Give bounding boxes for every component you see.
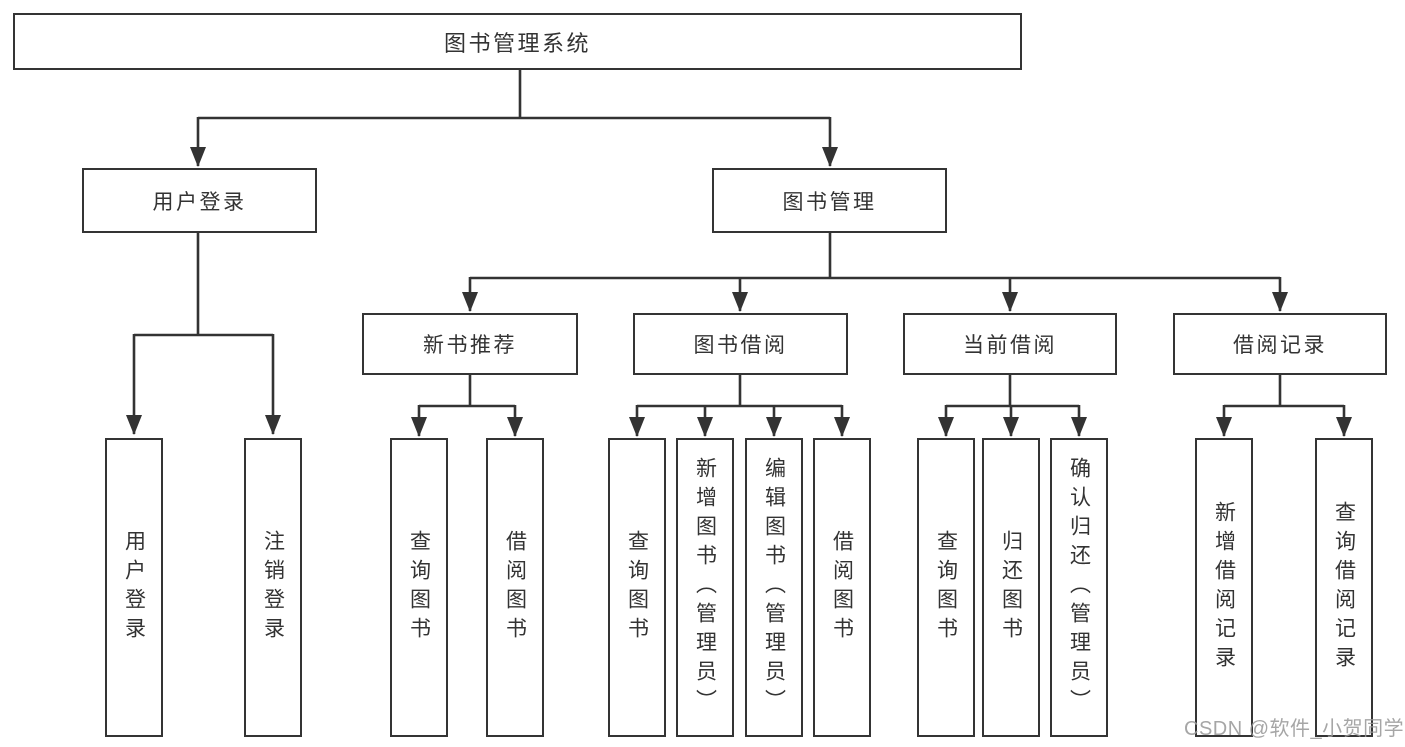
watermark-text: CSDN @软件_小贺同学 bbox=[1184, 718, 1405, 740]
leaf-query-borrow-record: 查询借阅记录 bbox=[1315, 438, 1373, 737]
node-borrow-records-label: 借阅记录 bbox=[1233, 334, 1327, 357]
leaf-return-books-label: 归还图书 bbox=[999, 529, 1023, 646]
leaf-user-login: 用户登录 bbox=[105, 438, 163, 737]
wire-book-management-trunk bbox=[470, 233, 1280, 280]
leaf-query-books-borrow: 查询图书 bbox=[608, 438, 666, 737]
node-current-borrow: 当前借阅 bbox=[903, 313, 1117, 375]
leaf-return-books: 归还图书 bbox=[982, 438, 1040, 737]
leaf-query-books-current-label: 查询图书 bbox=[934, 529, 958, 646]
node-root-label: 图书管理系统 bbox=[443, 30, 591, 56]
node-book-borrow: 图书借阅 bbox=[633, 313, 848, 375]
leaf-add-books-admin: 新增图书（管理员） bbox=[676, 438, 734, 737]
leaf-logout: 注销登录 bbox=[244, 438, 302, 737]
leaf-logout-label: 注销登录 bbox=[261, 529, 285, 646]
leaf-add-borrow-record-label: 新增借阅记录 bbox=[1212, 500, 1236, 675]
leaf-add-books-admin-label: 新增图书（管理员） bbox=[693, 457, 717, 718]
node-book-management-label: 图书管理 bbox=[782, 190, 877, 214]
leaf-edit-books-admin: 编辑图书（管理员） bbox=[745, 438, 803, 737]
node-user-login: 用户登录 bbox=[82, 168, 317, 233]
leaf-confirm-return-admin: 确认归还（管理员） bbox=[1050, 438, 1108, 737]
leaf-confirm-return-admin-label: 确认归还（管理员） bbox=[1067, 457, 1091, 718]
node-new-book-recommend: 新书推荐 bbox=[362, 313, 578, 375]
leaf-borrow-books-recommend: 借阅图书 bbox=[486, 438, 544, 737]
wire-user-login-trunk bbox=[134, 233, 273, 337]
leaf-query-books-recommend-label: 查询图书 bbox=[407, 529, 431, 646]
leaf-query-books-borrow-label: 查询图书 bbox=[625, 529, 649, 646]
leaf-edit-books-admin-label: 编辑图书（管理员） bbox=[762, 457, 786, 718]
leaf-borrow-books-recommend-label: 借阅图书 bbox=[503, 529, 527, 646]
leaf-add-borrow-record: 新增借阅记录 bbox=[1195, 438, 1253, 737]
leaf-query-books-current: 查询图书 bbox=[917, 438, 975, 737]
wire-new-book-recommend-trunk bbox=[419, 375, 515, 408]
node-new-book-recommend-label: 新书推荐 bbox=[423, 334, 517, 357]
leaf-user-login-label: 用户登录 bbox=[122, 529, 146, 646]
node-user-login-label: 用户登录 bbox=[152, 190, 247, 214]
wire-book-borrow-trunk bbox=[637, 375, 842, 408]
node-book-borrow-label: 图书借阅 bbox=[693, 334, 788, 357]
leaf-query-books-recommend: 查询图书 bbox=[390, 438, 448, 737]
node-root: 图书管理系统 bbox=[13, 13, 1022, 70]
wire-current-borrow-trunk bbox=[946, 375, 1079, 408]
node-current-borrow-label: 当前借阅 bbox=[963, 334, 1057, 357]
node-borrow-records: 借阅记录 bbox=[1173, 313, 1387, 375]
node-book-management: 图书管理 bbox=[712, 168, 947, 233]
wire-root-trunk bbox=[198, 70, 830, 120]
wire-borrow-records-trunk bbox=[1224, 375, 1344, 408]
leaf-borrow-books-label: 借阅图书 bbox=[830, 529, 854, 646]
leaf-query-borrow-record-label: 查询借阅记录 bbox=[1332, 500, 1356, 675]
leaf-borrow-books: 借阅图书 bbox=[813, 438, 871, 737]
